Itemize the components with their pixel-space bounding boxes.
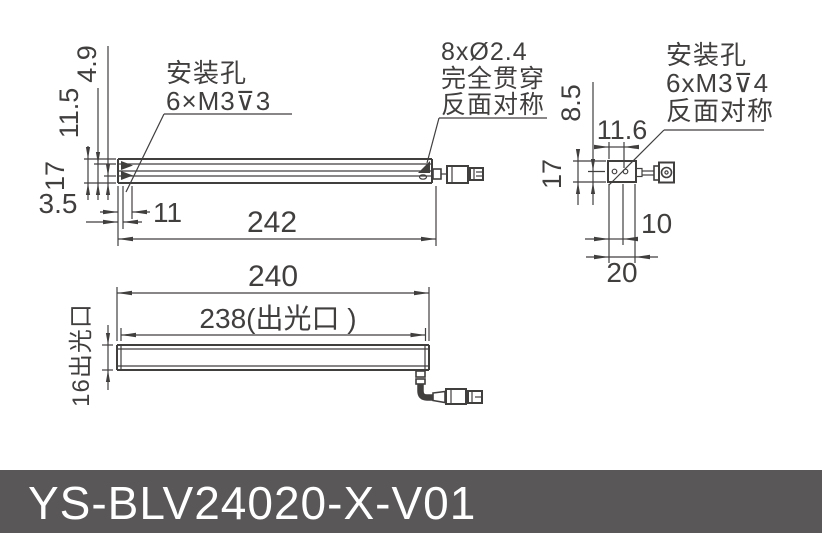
front-view-bar-body xyxy=(116,344,430,371)
right-corner-bracket xyxy=(418,161,430,173)
front-view-connector xyxy=(415,370,483,405)
leader-line xyxy=(608,129,665,186)
end-note-mounting-holes: 安装孔 6xM3⊽4 反面对称 xyxy=(608,40,774,186)
dim-238-value: 238(出光口 ) xyxy=(199,303,356,334)
dim-17-end: 17 xyxy=(537,149,606,205)
dim-17-side-value: 17 xyxy=(40,161,70,191)
right-through-hole xyxy=(418,174,428,180)
dim-3-5-value: 3.5 xyxy=(39,188,78,219)
front-view: 240 238(出光口 ) 16出光口 xyxy=(68,260,483,407)
dim-16-label: 16出光口 xyxy=(68,303,95,407)
dim-10-value: 10 xyxy=(641,208,672,239)
dim-10: 10 xyxy=(585,184,672,263)
dim-20-value: 20 xyxy=(606,257,637,288)
dim-8-5-value: 8.5 xyxy=(556,84,586,122)
dim-11-5: 11.5 xyxy=(54,88,116,200)
side-view-connector xyxy=(432,165,484,184)
dim-17-end-value: 17 xyxy=(537,159,567,189)
side-note-through-holes: 8xØ2.4 完全贯穿 反面对称 xyxy=(426,38,547,164)
end-hole-left xyxy=(611,168,618,175)
leader-line xyxy=(426,117,440,164)
leader-line xyxy=(125,113,165,193)
dim-242-value: 242 xyxy=(247,206,297,239)
dim-20: 20 xyxy=(586,254,658,288)
side-note-mounting-holes: 安装孔 6×M3⊽3 xyxy=(125,58,292,193)
dim-11-5-value: 11.5 xyxy=(54,88,84,139)
dim-17-side: 17 xyxy=(40,146,116,200)
dim-11-value: 11 xyxy=(153,197,182,228)
dim-240-value: 240 xyxy=(248,260,298,293)
side-note-through-line3: 反面对称 xyxy=(441,91,545,119)
end-note-line2: 6xM3⊽4 xyxy=(666,68,769,98)
side-note-mount-line2: 6×M3⊽3 xyxy=(166,86,271,116)
dim-8-5: 8.5 xyxy=(556,82,605,205)
dim-242: 242 xyxy=(117,186,437,246)
end-view-connector xyxy=(635,161,675,184)
side-view-bar-body xyxy=(117,158,433,184)
dim-4-9: 4.9 xyxy=(72,45,116,200)
left-mount-hole-mark xyxy=(121,161,133,170)
side-note-through-line1: 8xØ2.4 xyxy=(441,38,528,66)
dim-240: 240 xyxy=(116,260,430,341)
side-note-mount-line1: 安装孔 xyxy=(166,58,247,88)
dim-4-9-value: 4.9 xyxy=(72,45,102,83)
title-bar: YS-BLV24020-X-V01 xyxy=(0,470,822,533)
dim-11: 11 xyxy=(100,186,182,228)
end-note-line1: 安装孔 xyxy=(666,40,747,70)
end-note-line3: 反面对称 xyxy=(666,96,774,126)
dim-238-window: 238(出光口 ) xyxy=(120,303,427,341)
end-view: 安装孔 6xM3⊽4 反面对称 11.6 8.5 xyxy=(537,40,774,288)
dim-16-window-height: 16出光口 xyxy=(68,303,113,407)
dim-3-5: 3.5 xyxy=(39,186,142,229)
dim-11-6: 11.6 xyxy=(594,115,648,168)
part-number-title: YS-BLV24020-X-V01 xyxy=(28,477,476,529)
side-note-through-line2: 完全贯穿 xyxy=(441,65,545,93)
dim-11-6-value: 11.6 xyxy=(597,115,648,145)
side-view: 安装孔 6×M3⊽3 8xØ2.4 完全贯穿 反面对称 242 11 xyxy=(39,38,547,246)
title-bar-background xyxy=(0,470,822,533)
left-mount-hole-mark2 xyxy=(121,171,133,180)
